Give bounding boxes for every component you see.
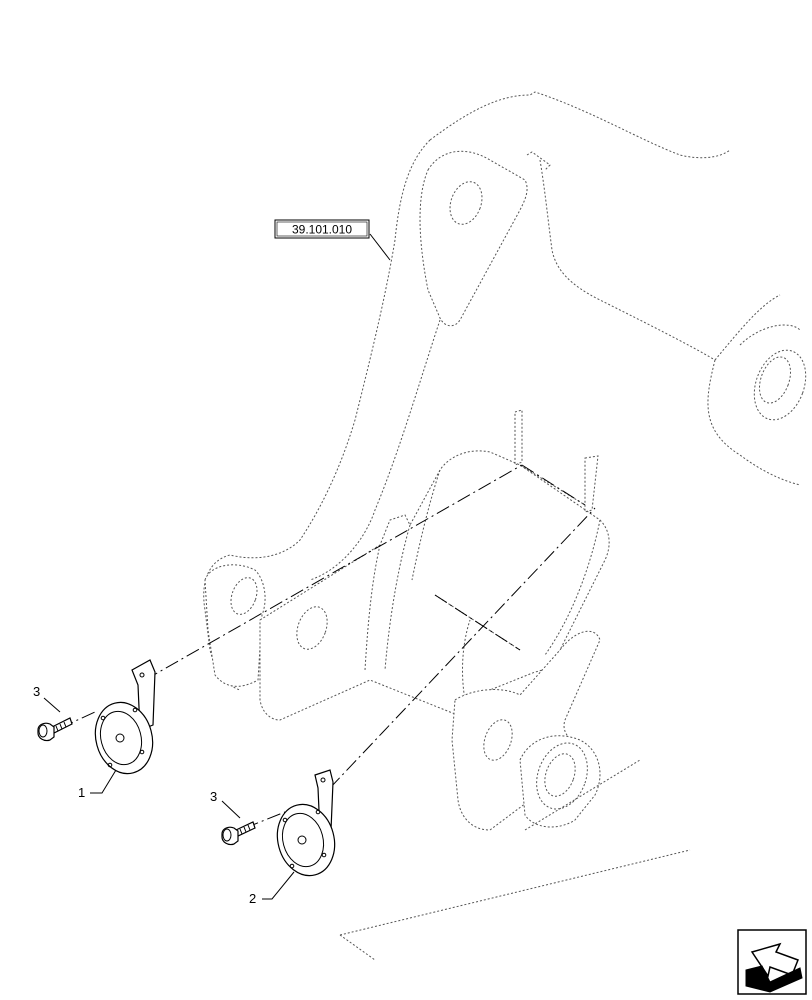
navigation-arrow-icon[interactable]: [737, 929, 807, 995]
leader-lines: [43, 233, 391, 900]
assembly-centerlines: [59, 464, 596, 829]
horn-1[interactable]: [88, 659, 161, 780]
reference-label: 39.101.010: [292, 223, 352, 237]
bolt-3b[interactable]: [221, 821, 256, 846]
callout-1: 1: [78, 785, 85, 800]
reference-box[interactable]: 39.101.010: [274, 219, 370, 239]
callout-2: 2: [249, 891, 256, 906]
loader-frame-phantom: [203, 91, 807, 961]
callout-3a: 3: [33, 684, 40, 699]
callout-3b: 3: [210, 789, 217, 804]
bolt-3a[interactable]: [37, 717, 73, 742]
horn-2[interactable]: [270, 769, 343, 882]
